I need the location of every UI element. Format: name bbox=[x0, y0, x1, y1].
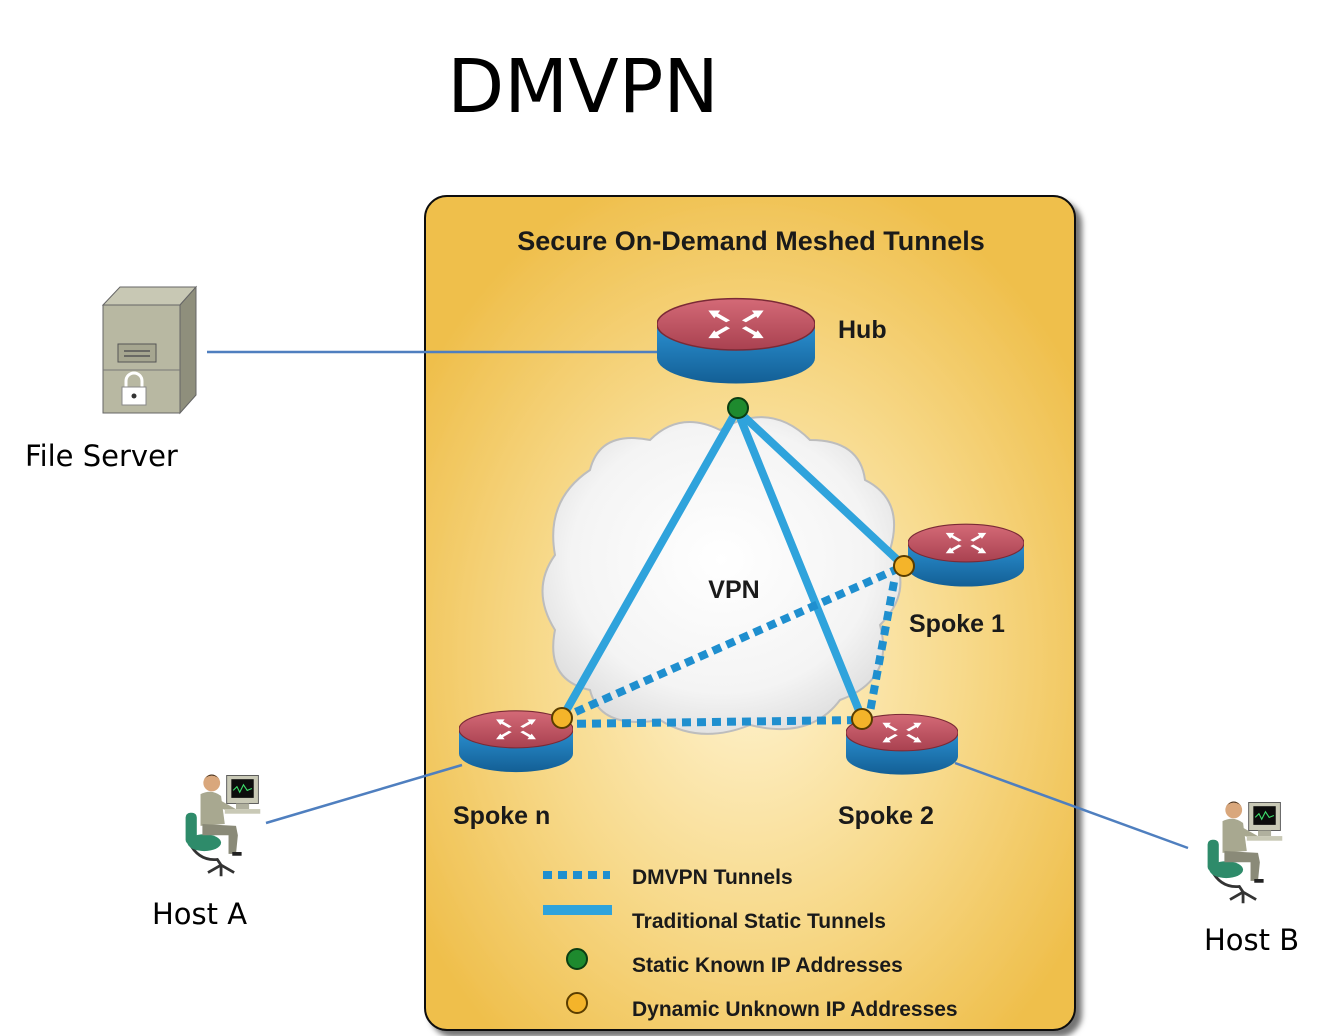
host-a-icon bbox=[184, 773, 262, 878]
host-b-label: Host B bbox=[1204, 923, 1299, 957]
dynamic-ip-marker-spoke1 bbox=[893, 555, 915, 577]
static-tunnel-hub-spoken bbox=[558, 406, 741, 722]
panel-heading: Secure On-Demand Meshed Tunnels bbox=[517, 226, 985, 256]
link-hostb-spoke2 bbox=[954, 761, 1189, 850]
label-hub: Hub bbox=[838, 316, 887, 344]
legend-static-ip-swatch bbox=[566, 948, 588, 970]
external-links bbox=[207, 350, 1189, 850]
dynamic-ip-marker-spoken bbox=[551, 707, 573, 729]
page-title: DMVPN bbox=[447, 44, 718, 130]
host-a-label: Host A bbox=[152, 897, 247, 931]
dmvpn-tunnel-spoke1-spoke2 bbox=[866, 581, 898, 713]
legend-static-ip-label: Static Known IP Addresses bbox=[632, 954, 903, 977]
label-spoke2: Spoke 2 bbox=[838, 802, 934, 830]
static-tunnel-hub-spoke1 bbox=[733, 406, 908, 570]
legend: DMVPN Tunnels Traditional Static Tunnels… bbox=[543, 866, 958, 1021]
legend-dynamic-ip-label: Dynamic Unknown IP Addresses bbox=[632, 998, 958, 1021]
cloud-label: VPN bbox=[708, 576, 759, 604]
dmvpn-tunnel-spoken-spoke1 bbox=[560, 562, 906, 722]
host-b-icon bbox=[1206, 800, 1284, 905]
vpn-cloud: VPN bbox=[541, 416, 902, 735]
lock-icon bbox=[124, 371, 144, 387]
legend-static-label: Traditional Static Tunnels bbox=[632, 910, 886, 933]
dmvpn-tunnels bbox=[560, 562, 906, 728]
router-hub bbox=[657, 297, 815, 385]
legend-dmvpn-label: DMVPN Tunnels bbox=[632, 866, 793, 889]
file-server-icon bbox=[101, 285, 198, 415]
legend-dynamic-ip-swatch bbox=[566, 992, 588, 1014]
router-spoke1 bbox=[908, 523, 1024, 588]
dynamic-ip-marker-spoke2 bbox=[851, 708, 873, 730]
static-tunnel-hub-spoke2 bbox=[733, 406, 866, 722]
static-ip-marker-hub bbox=[727, 397, 749, 419]
static-tunnels bbox=[558, 406, 908, 722]
file-server-label: File Server bbox=[25, 439, 178, 473]
label-spoke1: Spoke 1 bbox=[909, 610, 1005, 638]
link-hosta-spoken bbox=[265, 763, 463, 825]
dmvpn-tunnel-spoken-spoke2 bbox=[561, 716, 863, 728]
label-spoken: Spoke n bbox=[453, 802, 550, 830]
